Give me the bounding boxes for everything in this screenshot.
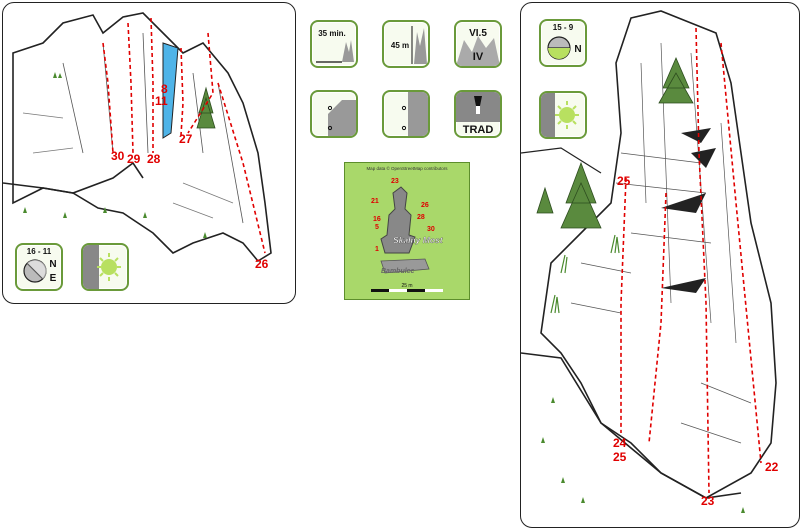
time-aspect-icon-right: 15 - 9 N — [539, 19, 587, 67]
route-label-25-bottom: 25 — [613, 450, 627, 464]
right-topo-panel: 25 24 25 23 22 15 - 9 N — [520, 2, 800, 528]
time-window-label: 16 - 11 — [27, 247, 52, 256]
map-credit: Map data © OpenStreetMap contributors — [366, 165, 448, 171]
trad-protection-icon: TRAD — [454, 90, 502, 138]
map-label-23: 23 — [391, 178, 399, 185]
route-label-30: 30 — [111, 149, 125, 163]
route-label-25-top: 25 — [617, 174, 631, 188]
route-label-27: 27 — [179, 132, 193, 146]
route-label-28: 28 — [147, 152, 161, 166]
route-label-11: 11 — [155, 94, 168, 108]
grade-icon: VI.5 IV — [454, 20, 502, 68]
aspect-letter-e: E — [50, 273, 57, 284]
right-topo-drawing: 25 24 25 23 22 — [521, 10, 779, 513]
map-drawing: Map data © OpenStreetMap contributors 23… — [366, 165, 448, 292]
protection-label: TRAD — [463, 124, 494, 136]
grade-bottom-label: IV — [473, 51, 484, 63]
location-map: Map data © OpenStreetMap contributors 23… — [344, 162, 470, 300]
sun-icon-right — [539, 91, 587, 139]
rock-name-label: Skalny Most — [393, 235, 444, 245]
map-scale-label: 25 m — [401, 283, 412, 289]
map-label-26: 26 — [421, 202, 429, 209]
route-label-29: 29 — [127, 152, 141, 166]
route-label-23: 23 — [701, 494, 715, 508]
route-label-24: 24 — [613, 436, 627, 450]
time-aspect-icon: 16 - 11 N E — [15, 243, 63, 291]
map-label-16: 16 — [373, 216, 381, 223]
map-label-30: 30 — [427, 226, 435, 233]
time-window-label-right: 15 - 9 — [553, 23, 574, 32]
route-label-8: 8 — [161, 82, 168, 96]
height-icon: 45 m — [382, 20, 430, 68]
route-label-26: 26 — [255, 257, 269, 271]
map-label-21: 21 — [371, 198, 379, 205]
left-topo-panel: 30 29 28 8 11 27 26 16 - 11 N E — [2, 2, 296, 304]
map-label-1: 1 — [375, 246, 379, 253]
height-label: 45 m — [391, 41, 409, 50]
grade-top-label: VI.5 — [469, 28, 487, 39]
map-label-5: 5 — [375, 224, 379, 231]
aspect-letter-n: N — [49, 259, 56, 270]
overhang-icon — [310, 90, 358, 138]
map-label-28: 28 — [417, 214, 425, 221]
left-topo-drawing: 30 29 28 8 11 27 26 — [3, 12, 272, 271]
vertical-wall-icon — [382, 90, 430, 138]
rock-name-label-2: Bambulec — [381, 268, 415, 275]
route-label-22: 22 — [765, 460, 779, 474]
approach-time-label: 35 min. — [318, 29, 346, 38]
aspect-letter-n-right: N — [574, 44, 581, 55]
approach-time-icon: 35 min. — [310, 20, 358, 68]
sun-icon — [81, 243, 129, 291]
